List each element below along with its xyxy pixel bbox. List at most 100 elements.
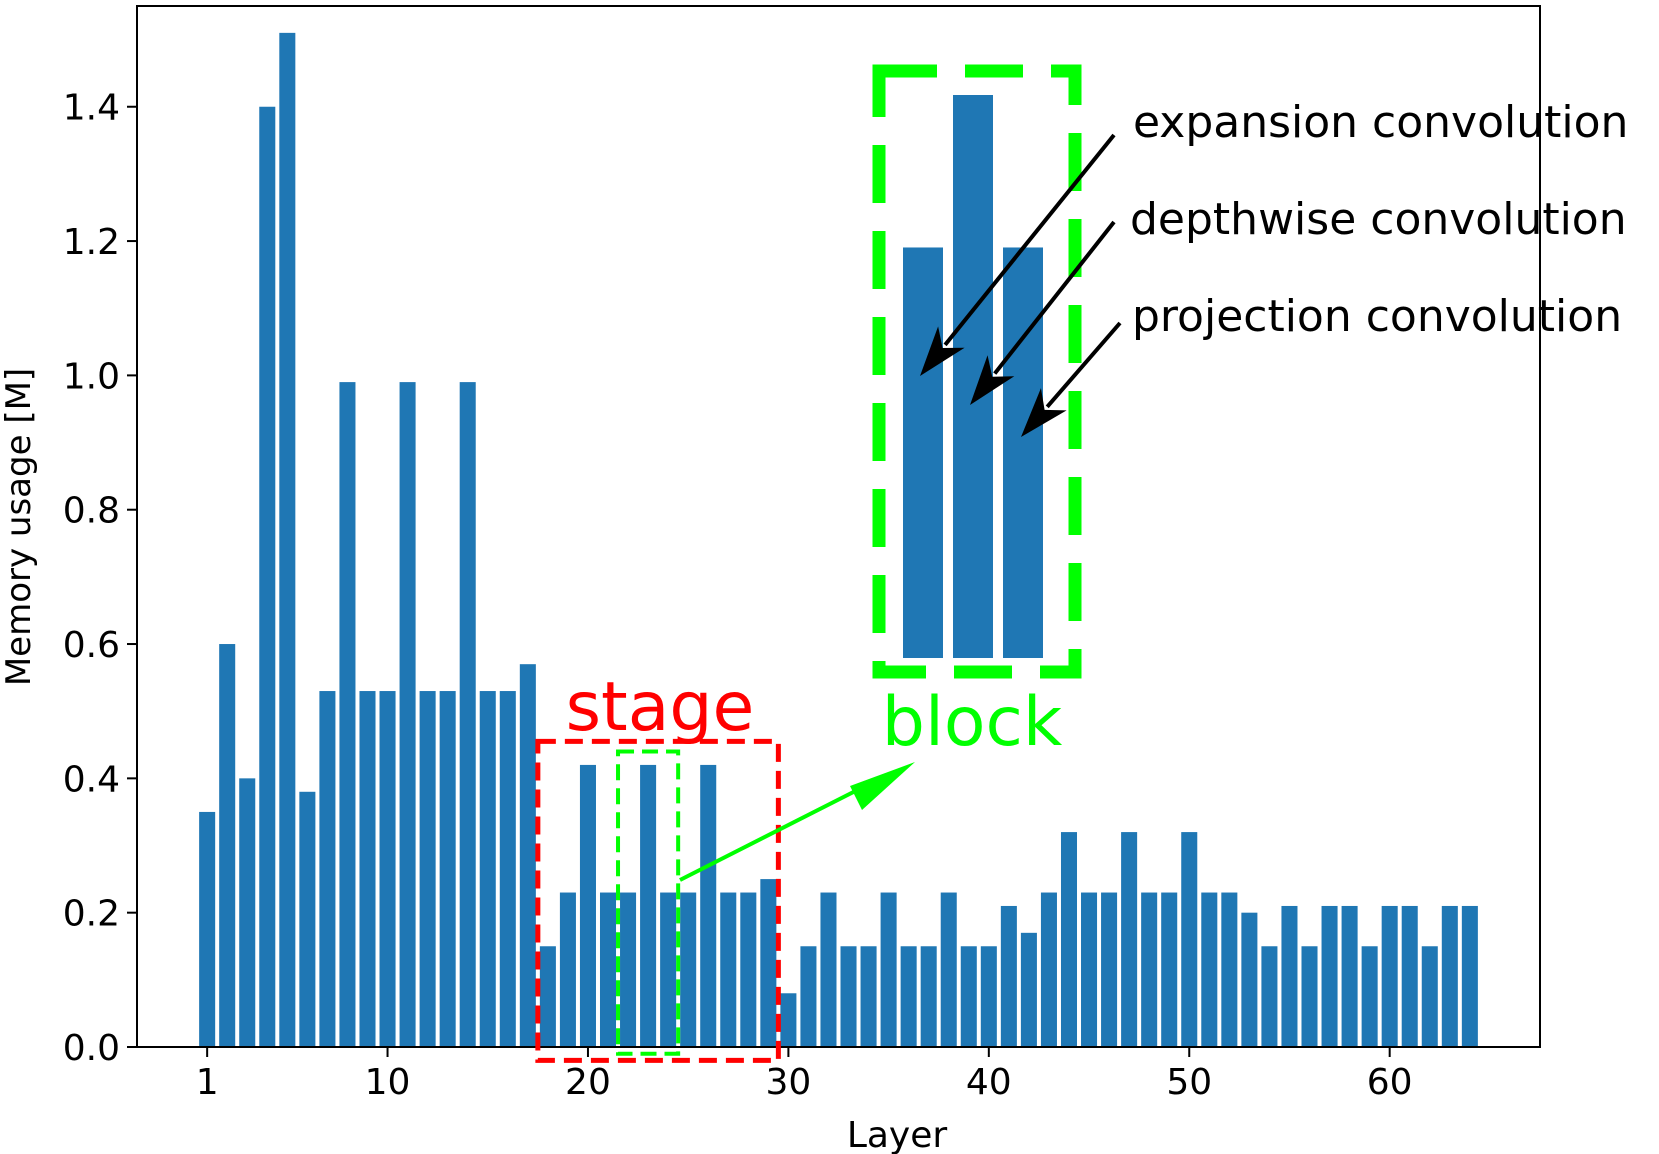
bar-layer-58 — [1341, 905, 1358, 1047]
bar-layer-53 — [1241, 912, 1258, 1047]
bar-layer-12 — [419, 691, 436, 1047]
inset-arrow-shaft-3 — [1045, 321, 1122, 409]
bar-layer-56 — [1301, 946, 1318, 1047]
inset-arrow-shaft-2 — [993, 220, 1116, 375]
bar-layer-14 — [459, 382, 476, 1047]
bar-layer-9 — [359, 691, 376, 1047]
bar-layer-64 — [1461, 905, 1478, 1047]
y-tick-label: 1.4 — [63, 88, 120, 129]
bar-layer-22 — [620, 892, 637, 1047]
bar-layer-37 — [920, 946, 937, 1047]
x-tick-label: 60 — [1367, 1062, 1413, 1103]
bar-layer-35 — [880, 892, 897, 1047]
bar-layer-2 — [219, 644, 236, 1047]
bar-layer-60 — [1381, 905, 1398, 1047]
bar-layer-45 — [1081, 892, 1098, 1047]
x-tick-label: 1 — [196, 1062, 219, 1103]
x-axis: 1 10 20 30 40 50 60 — [196, 1047, 1413, 1103]
inset-label-3: projection convolution — [1132, 291, 1622, 342]
y-tick-label: 0.6 — [63, 625, 120, 666]
inset-label-1: expansion convolution — [1133, 97, 1628, 148]
x-tick-label: 20 — [565, 1062, 611, 1103]
bar-layer-54 — [1261, 946, 1278, 1047]
bar-layer-4 — [259, 106, 276, 1047]
bar-layer-19 — [559, 892, 576, 1047]
bar-layer-10 — [379, 691, 396, 1047]
y-axis-label: Memory usage [M] — [0, 368, 39, 686]
bar-layer-8 — [339, 382, 356, 1047]
bar-layer-3 — [239, 778, 256, 1047]
bar-layer-7 — [319, 691, 336, 1047]
bar-layer-36 — [900, 946, 917, 1047]
bar-layer-28 — [740, 892, 757, 1047]
bar-layer-16 — [499, 691, 516, 1047]
bar-layer-46 — [1101, 892, 1118, 1047]
axes-frame — [136, 5, 1541, 1048]
block-arrow-head — [850, 762, 915, 810]
bar-layer-17 — [519, 664, 536, 1047]
inset-bar-1 — [903, 247, 943, 658]
inset-label-2: depthwise convolution — [1130, 194, 1627, 245]
bar-layer-47 — [1121, 832, 1138, 1047]
bar-layer-41 — [1000, 905, 1017, 1047]
bar-layer-27 — [720, 892, 737, 1047]
bar-layer-32 — [820, 892, 837, 1047]
bar-layer-24 — [660, 892, 677, 1047]
bar-layer-30 — [780, 993, 797, 1047]
inset-arrow-head-1 — [920, 326, 965, 376]
stage-box — [535, 738, 781, 1063]
annotations: stage block expansion convolution depthwise… — [535, 64, 1628, 1063]
stage-label: stage — [566, 668, 755, 747]
bar-layer-43 — [1040, 892, 1057, 1047]
plot-area — [136, 5, 1541, 1048]
bar-layer-40 — [980, 946, 997, 1047]
y-tick-label: 1.0 — [63, 356, 120, 397]
bar-layer-23 — [640, 764, 657, 1047]
bar-layer-57 — [1321, 905, 1338, 1047]
bar-layer-48 — [1141, 892, 1158, 1047]
bar-layer-44 — [1060, 832, 1078, 1047]
bar-layer-26 — [700, 764, 717, 1047]
bar-layer-25 — [680, 892, 697, 1047]
bar-layer-31 — [800, 946, 817, 1047]
bar-layer-61 — [1401, 905, 1418, 1047]
x-tick-label: 10 — [365, 1062, 411, 1103]
y-tick-label: 0.2 — [63, 894, 120, 935]
bar-layer-42 — [1020, 932, 1037, 1047]
bar-layer-13 — [439, 691, 456, 1047]
x-tick-label: 30 — [765, 1062, 811, 1103]
inset-arrow-head-3 — [1021, 388, 1067, 437]
y-axis: 0.0 0.2 0.4 0.6 0.8 1.0 1.2 1.4 — [63, 88, 137, 1069]
bar-layer-62 — [1421, 946, 1438, 1047]
bar-layer-29 — [760, 879, 777, 1047]
bar-layer-59 — [1361, 946, 1378, 1047]
inset-block-box — [872, 64, 1082, 679]
bar-layer-6 — [299, 791, 316, 1047]
y-tick-label: 0.4 — [63, 759, 120, 800]
x-axis-label: Layer — [847, 1115, 948, 1154]
bar-layer-20 — [579, 764, 596, 1047]
inset-arrow-shaft-1 — [943, 133, 1116, 347]
bar-layer-1 — [199, 811, 216, 1047]
bar-layer-50 — [1181, 832, 1198, 1047]
inset-bar-3 — [1003, 247, 1043, 658]
bar-layer-39 — [960, 946, 977, 1047]
block-label: block — [882, 683, 1063, 762]
bar-layer-33 — [840, 946, 857, 1047]
y-tick-label: 0.8 — [63, 491, 120, 532]
y-tick-label: 1.2 — [63, 222, 120, 263]
x-tick-label: 50 — [1166, 1062, 1212, 1103]
bar-layer-52 — [1221, 892, 1238, 1047]
bar-layer-51 — [1201, 892, 1218, 1047]
x-tick-label: 40 — [966, 1062, 1012, 1103]
bar-layer-55 — [1281, 905, 1298, 1047]
bar-layer-15 — [479, 691, 496, 1047]
block-box — [616, 749, 681, 1056]
block-arrow-shaft — [679, 774, 886, 882]
bar-layer-18 — [539, 946, 556, 1047]
bar-layer-38 — [940, 892, 957, 1047]
bar-layer-11 — [399, 382, 416, 1047]
bar-layer-63 — [1441, 905, 1458, 1047]
y-tick-label: 0.0 — [63, 1028, 120, 1069]
